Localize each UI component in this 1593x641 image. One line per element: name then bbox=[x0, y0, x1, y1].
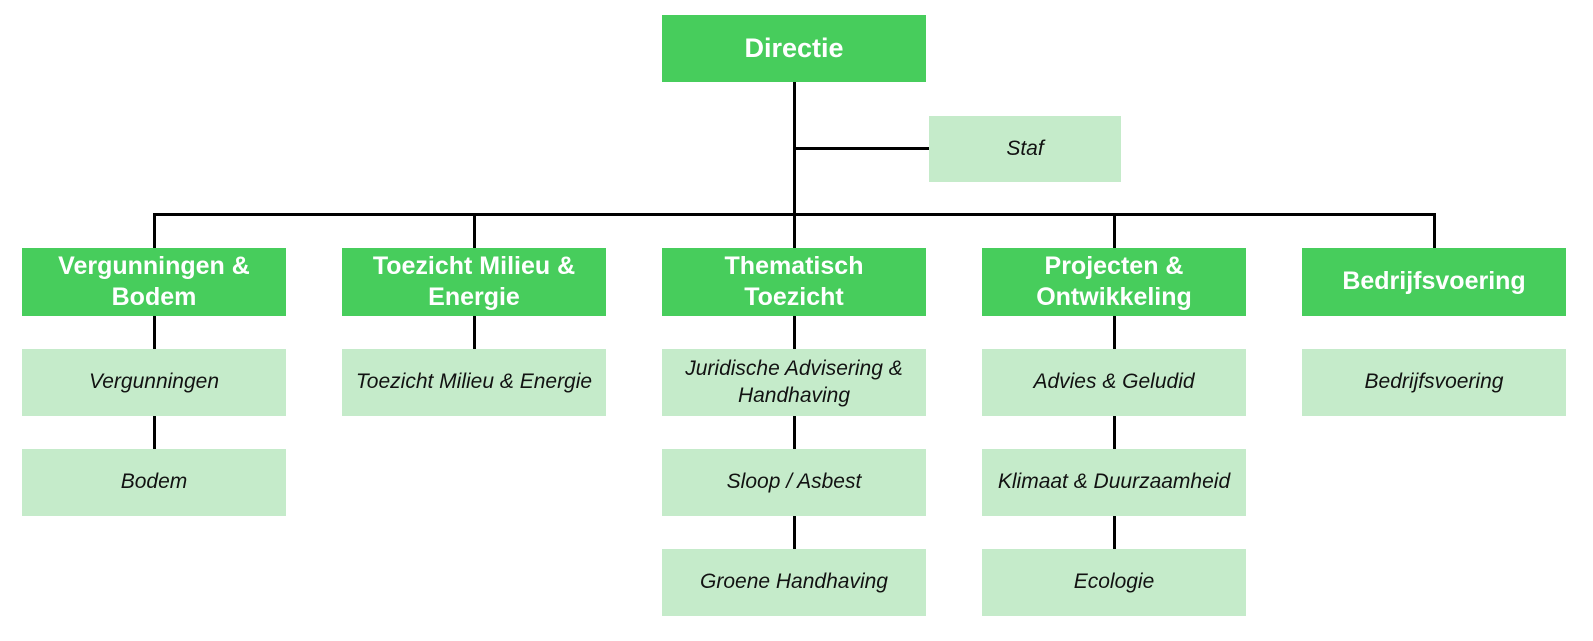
org-box-staf: Staf bbox=[929, 116, 1121, 182]
connector-klimaat-ecologie bbox=[1113, 516, 1116, 549]
connector-directie-trunk bbox=[793, 82, 796, 248]
org-box-dept-thematisch-toezicht: Thematisch Toezicht bbox=[662, 248, 926, 316]
connector-dept2-to-child bbox=[473, 316, 476, 349]
org-box-vergunningen: Vergunningen bbox=[22, 349, 286, 416]
connector-sloop-groene bbox=[793, 516, 796, 549]
connector-advies-klimaat bbox=[1113, 416, 1116, 449]
org-box-bedrijfsvoering-sub: Bedrijfsvoering bbox=[1302, 349, 1566, 416]
connector-bus-to-dept-1 bbox=[153, 213, 156, 248]
org-box-dept-toezicht-milieu-energie: Toezicht Milieu & Energie bbox=[342, 248, 606, 316]
connector-dept3-to-child bbox=[793, 316, 796, 349]
org-box-toezicht-milieu-energie: Toezicht Milieu & Energie bbox=[342, 349, 606, 416]
org-box-dept-bedrijfsvoering: Bedrijfsvoering bbox=[1302, 248, 1566, 316]
org-box-directie: Directie bbox=[662, 15, 926, 82]
connector-juridische-sloop bbox=[793, 416, 796, 449]
connector-staf bbox=[794, 147, 929, 150]
connector-dept4-to-child bbox=[1113, 316, 1116, 349]
org-box-ecologie: Ecologie bbox=[982, 549, 1246, 616]
org-box-dept-vergunningen-bodem: Vergunningen & Bodem bbox=[22, 248, 286, 316]
org-box-groene-handhaving: Groene Handhaving bbox=[662, 549, 926, 616]
org-box-klimaat-duurzaamheid: Klimaat & Duurzaamheid bbox=[982, 449, 1246, 516]
connector-bus-to-dept-2 bbox=[473, 213, 476, 248]
connector-bus-to-dept-5 bbox=[1433, 213, 1436, 248]
connector-bus bbox=[153, 213, 1435, 216]
connector-bus-to-dept-4 bbox=[1113, 213, 1116, 248]
connector-dept1-to-child bbox=[153, 316, 156, 349]
org-box-bodem: Bodem bbox=[22, 449, 286, 516]
org-box-sloop-asbest: Sloop / Asbest bbox=[662, 449, 926, 516]
connector-vergunningen-bodem bbox=[153, 416, 156, 449]
org-box-dept-projecten-ontwikkeling: Projecten & Ontwikkeling bbox=[982, 248, 1246, 316]
org-box-advies-geludid: Advies & Geludid bbox=[982, 349, 1246, 416]
org-box-juridische-advisering-handhaving: Juridische Advisering & Handhaving bbox=[662, 349, 926, 416]
